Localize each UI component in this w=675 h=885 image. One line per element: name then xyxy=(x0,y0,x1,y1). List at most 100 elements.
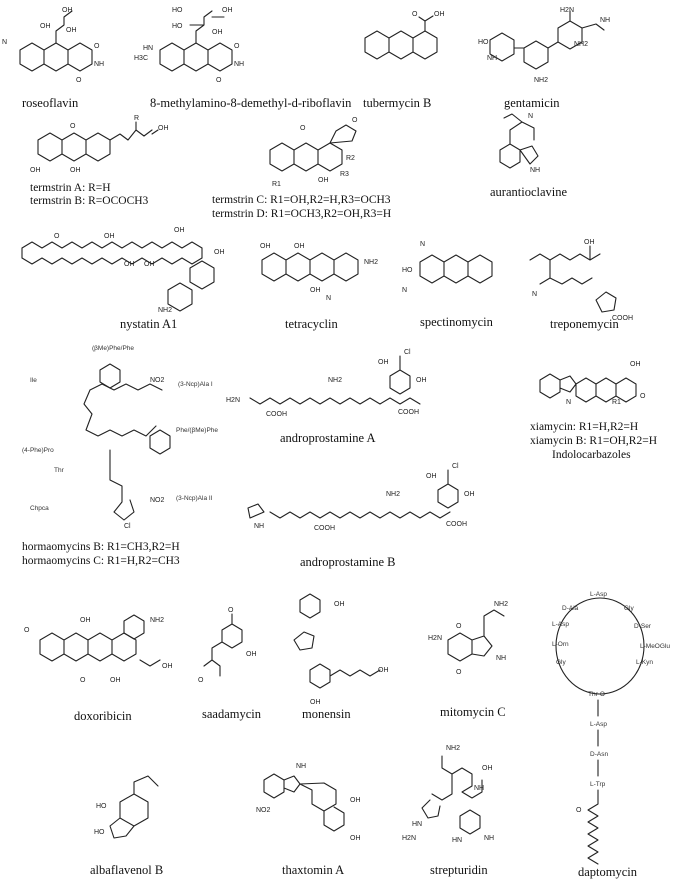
androprostamine-a-label: androprostamine A xyxy=(280,431,375,445)
svg-text:OH: OH xyxy=(174,227,185,234)
strepturidin-label: strepturidin xyxy=(430,863,488,877)
aurantioclavine-label: aurantioclavine xyxy=(490,185,567,199)
androprostamine-b-structure: NH COOH NH2 Cl OH OH COOH xyxy=(247,463,475,532)
saadamycin-structure: O OH O xyxy=(198,607,257,684)
svg-text:O: O xyxy=(228,607,234,614)
svg-text:OH: OH xyxy=(222,7,233,14)
svg-text:Cl: Cl xyxy=(404,349,411,356)
termstrin-ab-structure: O OH OH R OH xyxy=(30,115,169,174)
nystatin-structure: O OH OH OH OH OH NH2 xyxy=(21,227,225,314)
svg-text:L-MeOGlu: L-MeOGlu xyxy=(640,643,670,650)
termstrin-a-label: termstrin A: R=H xyxy=(30,182,111,194)
hormaomycins-b-label: hormaomycins B: R1=CH3,R2=H xyxy=(22,541,180,553)
svg-text:NH: NH xyxy=(254,523,264,530)
methylamino-riboflavin-label: 8-methylamino-8-demethyl-d-riboflavin xyxy=(150,96,352,110)
svg-text:L-Orn: L-Orn xyxy=(552,641,569,648)
svg-text:OH: OH xyxy=(40,23,51,30)
svg-text:NH2: NH2 xyxy=(446,745,460,752)
svg-text:H2N: H2N xyxy=(402,835,416,842)
svg-text:R1: R1 xyxy=(272,181,281,188)
treponemycin-structure: OH N COOH xyxy=(529,239,633,322)
androprostamine-b-label: androprostamine B xyxy=(300,555,395,569)
svg-text:NO2: NO2 xyxy=(256,807,271,814)
svg-text:O: O xyxy=(412,11,418,18)
svg-text:OH: OH xyxy=(294,243,305,250)
termstrin-c-label: termstrin C: R1=OH,R2=H,R3=OCH3 xyxy=(212,194,391,206)
hormaomycins-structure: (βMe)Phe/Phe Ile (3-Ncp)Ala I Phe/(βMe)P… xyxy=(22,345,218,530)
svg-text:OH: OH xyxy=(212,29,223,36)
methylamino-riboflavin-structure: HO OH HO OH HN H3C O NH O xyxy=(134,7,244,84)
monensin-structure: OH OH OH xyxy=(293,593,389,706)
svg-text:OH: OH xyxy=(30,167,41,174)
svg-text:OH: OH xyxy=(482,765,493,772)
svg-text:(3-Ncp)Ala II: (3-Ncp)Ala II xyxy=(176,495,213,502)
svg-text:O: O xyxy=(24,627,30,634)
svg-text:O: O xyxy=(352,117,358,124)
svg-text:OH: OH xyxy=(110,677,121,684)
svg-text:N: N xyxy=(2,39,7,46)
svg-text:HO: HO xyxy=(94,829,105,836)
tubermycin-b-label: tubermycin B xyxy=(363,96,431,110)
spectinomycin-structure: N HO N xyxy=(402,241,493,294)
svg-text:OH: OH xyxy=(124,261,135,268)
svg-text:R: R xyxy=(134,115,139,122)
svg-text:D-Asn: D-Asn xyxy=(590,751,608,758)
svg-text:N: N xyxy=(326,295,331,302)
svg-text:HO: HO xyxy=(96,803,107,810)
svg-text:Gly: Gly xyxy=(624,605,635,612)
svg-text:COOH: COOH xyxy=(266,411,287,418)
svg-text:OH: OH xyxy=(378,359,389,366)
svg-text:NH2: NH2 xyxy=(158,307,172,314)
svg-text:HO: HO xyxy=(478,39,489,46)
svg-text:OH: OH xyxy=(318,177,329,184)
svg-text:O: O xyxy=(54,233,60,240)
roseoflavin-structure: N OH OH OH O NH O xyxy=(2,7,104,84)
svg-text:Thr-O: Thr-O xyxy=(588,691,605,698)
svg-text:R1: R1 xyxy=(612,399,621,406)
svg-text:OH: OH xyxy=(350,835,361,842)
tetracyclin-label: tetracyclin xyxy=(285,317,338,331)
svg-text:O: O xyxy=(216,77,222,84)
androprostamine-a-structure: H2N COOH NH2 Cl OH OH COOH xyxy=(226,349,427,418)
svg-text:NH2: NH2 xyxy=(534,77,548,84)
svg-text:L-Asp: L-Asp xyxy=(590,591,607,598)
svg-text:O: O xyxy=(576,807,582,814)
saadamycin-label: saadamycin xyxy=(202,707,262,721)
svg-text:H2N: H2N xyxy=(428,635,442,642)
aurantioclavine-structure: N NH xyxy=(499,113,540,174)
svg-text:COOH: COOH xyxy=(446,521,467,528)
doxoribicin-label: doxoribicin xyxy=(74,709,132,723)
svg-text:D-Ala: D-Ala xyxy=(562,605,579,612)
svg-text:NH2: NH2 xyxy=(364,259,378,266)
svg-text:OH: OH xyxy=(66,27,77,34)
svg-text:OH: OH xyxy=(246,651,257,658)
svg-text:OH: OH xyxy=(158,125,169,132)
svg-text:N: N xyxy=(566,399,571,406)
svg-text:OH: OH xyxy=(162,663,173,670)
indolocarbazoles-label: Indolocarbazoles xyxy=(552,449,631,461)
mitomycin-c-label: mitomycin C xyxy=(440,705,506,719)
svg-text:NH: NH xyxy=(496,655,506,662)
svg-text:L-Kyn: L-Kyn xyxy=(636,659,653,666)
doxoribicin-structure: O OH O OH NH2 OH xyxy=(24,614,173,684)
xiamycin-structure: OH R1 O N xyxy=(539,361,646,406)
xiamycin-b-label: xiamycin B: R1=OH,R2=H xyxy=(530,435,657,447)
svg-text:Gly: Gly xyxy=(556,659,567,666)
svg-text:OH: OH xyxy=(310,699,321,706)
svg-text:NO2: NO2 xyxy=(150,497,165,504)
svg-text:(4-Phe)Pro: (4-Phe)Pro xyxy=(22,447,54,454)
svg-text:L-Asp: L-Asp xyxy=(590,721,607,728)
svg-text:COOH: COOH xyxy=(314,525,335,532)
svg-text:OH: OH xyxy=(426,473,437,480)
svg-text:R2: R2 xyxy=(346,155,355,162)
svg-text:OH: OH xyxy=(334,601,345,608)
svg-text:NH: NH xyxy=(487,55,497,62)
svg-text:OH: OH xyxy=(80,617,91,624)
svg-text:O: O xyxy=(198,677,204,684)
xiamycin-label: xiamycin: R1=H,R2=H xyxy=(530,421,638,433)
svg-text:OH: OH xyxy=(70,167,81,174)
svg-text:O: O xyxy=(456,669,462,676)
svg-text:H2N: H2N xyxy=(560,7,574,14)
thaxtomin-a-label: thaxtomin A xyxy=(282,863,344,877)
svg-text:NH: NH xyxy=(94,61,104,68)
